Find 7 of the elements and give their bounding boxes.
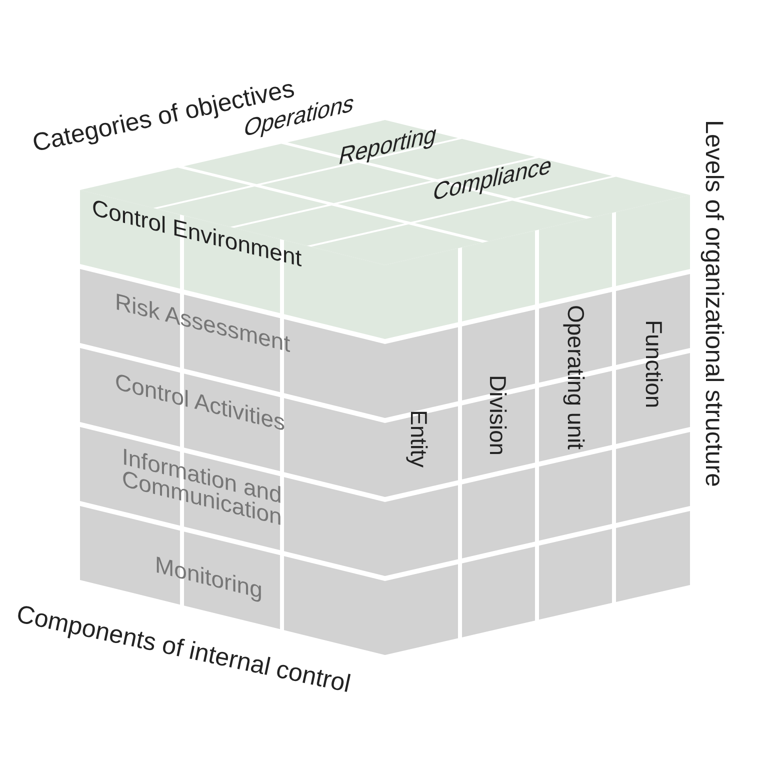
component-label: Control Activities [115,370,286,434]
level-label: Function [643,320,665,408]
level-label: Operating unit [565,305,587,450]
category-label: Compliance [430,152,554,204]
level-label: Entity [408,410,430,468]
level-label: Division [487,375,509,456]
axis-title: Levels of organizational structure [699,120,728,487]
